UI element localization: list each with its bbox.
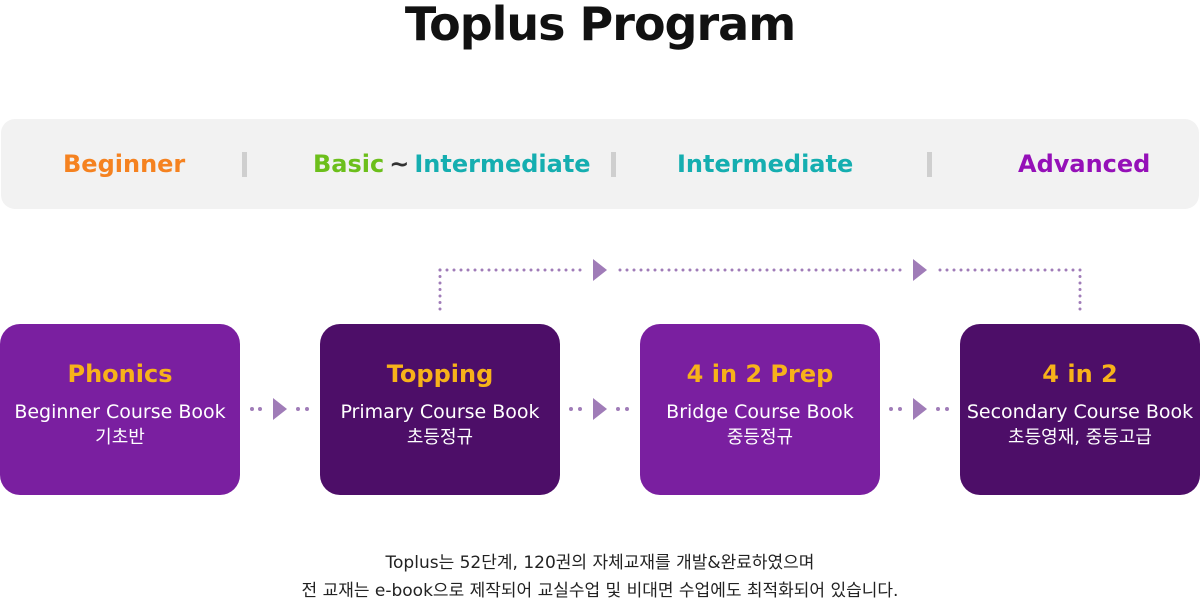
card-korean-label: 초등영재, 중등고급 [1008, 427, 1152, 448]
card-korean-label: 기초반 [95, 427, 145, 448]
card-4in2-prep: 4 in 2 Prep Bridge Course Book 중등정규 [640, 324, 880, 495]
footer-line-1: Toplus는 52단계, 120권의 자체교재를 개발&완료하였으며 [385, 553, 815, 573]
level-bar: Beginner Basic~Intermediate Intermediate… [1, 119, 1199, 209]
connector-arrow-2 [913, 259, 927, 281]
card-title: Phonics [67, 360, 173, 388]
footer-description: Toplus는 52단계, 120권의 자체교재를 개발&완료하였으며 전 교재… [0, 549, 1200, 605]
level-intermediate-2: Intermediate [677, 150, 854, 178]
card-title: 4 in 2 [1042, 360, 1118, 388]
flow-arrow-1 [250, 398, 309, 420]
level-intermediate: Intermediate [414, 150, 591, 178]
level-separator [242, 152, 247, 177]
card-subtitle: Primary Course Book [340, 401, 540, 423]
level-beginner: Beginner [63, 150, 186, 178]
level-separator [927, 152, 932, 177]
card-korean-label: 중등정규 [726, 427, 794, 448]
connector-arrow-1 [593, 259, 607, 281]
level-tilde: ~ [389, 150, 410, 178]
card-title: 4 in 2 Prep [686, 360, 834, 388]
card-title: Topping [386, 360, 494, 388]
card-subtitle: Beginner Course Book [14, 401, 226, 423]
card-4in2: 4 in 2 Secondary Course Book 초등영재, 중등고급 [960, 324, 1200, 495]
level-basic: Basic [313, 150, 385, 178]
card-subtitle: Secondary Course Book [966, 401, 1194, 423]
flow-arrow-3 [889, 398, 949, 420]
footer-line-2: 전 교재는 e-book으로 제작되어 교실수업 및 비대면 수업에도 최적화되… [301, 581, 899, 601]
card-topping: Topping Primary Course Book 초등정규 [320, 324, 560, 495]
page-title: Toplus Program [404, 0, 796, 51]
flow-arrow-2 [569, 398, 629, 420]
card-korean-label: 초등정규 [406, 427, 474, 448]
level-separator [611, 152, 616, 177]
level-advanced: Advanced [1018, 150, 1151, 178]
card-phonics: Phonics Beginner Course Book 기초반 [0, 324, 240, 495]
level-basic-intermediate: Basic~Intermediate [313, 119, 591, 209]
card-subtitle: Bridge Course Book [666, 401, 854, 423]
